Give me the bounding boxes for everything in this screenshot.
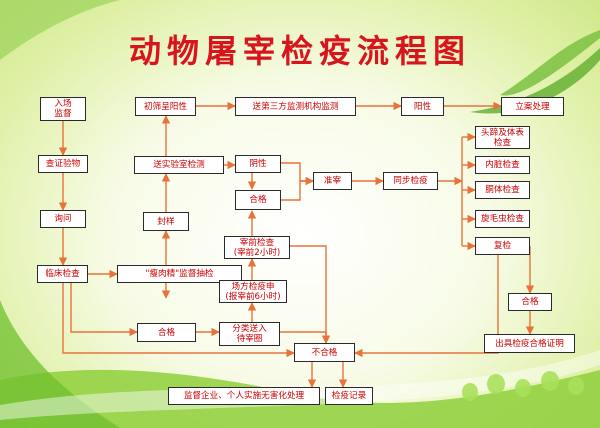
- arrow-clinical-to-unqualified: [62, 283, 295, 358]
- bottom-light-swoosh: [0, 350, 600, 420]
- droplet-4: [541, 371, 559, 391]
- node-inquiry: 询问: [40, 210, 86, 228]
- arrow-pre-to-unqualified: [290, 245, 331, 344]
- node-check-certificate: 查证验物: [38, 155, 88, 173]
- node-sort-to-pen: 分类送入 待宰圈: [219, 322, 280, 346]
- node-recheck: 复检: [475, 237, 530, 255]
- node-quarantine-declaration: 场方检疫申 (报宰前6小时): [219, 280, 287, 303]
- node-lab-test: 送实验室检测: [134, 156, 224, 174]
- node-clinical-exam: 临床检查: [37, 265, 88, 283]
- arrow-qualified1-to-slaughter: [281, 176, 314, 201]
- droplet-1: [462, 383, 478, 401]
- node-issue-certificate: 出具检疫合格证明: [484, 334, 575, 353]
- node-positive: 阳性: [401, 97, 444, 116]
- node-sync-quarantine: 同步检疫: [383, 172, 438, 190]
- node-slaughter-permit: 准宰: [313, 172, 352, 190]
- node-unqualified: 不合格: [294, 343, 355, 362]
- node-initial-screen-positive: 初筛呈阳性: [135, 97, 196, 116]
- node-negative: 阴性: [235, 155, 281, 173]
- node-third-party-monitor: 送第三方监测机构监测: [235, 97, 356, 116]
- node-quarantine-record: 检疫记录: [325, 387, 373, 405]
- top-left-swoosh: [0, 0, 120, 60]
- node-case-handling: 立案处理: [501, 97, 564, 116]
- bottom-left-swoosh: [0, 300, 120, 428]
- node-qualified-2: 合格: [137, 323, 196, 342]
- page-title: 动物屠宰检疫流程图: [128, 32, 471, 70]
- node-pre-slaughter-exam: 宰前检查 (宰前2小时): [224, 236, 290, 259]
- node-seal-sample: 封样: [143, 212, 189, 231]
- node-carcass: 胴体检查: [475, 181, 530, 199]
- node-qualified-3: 合格: [508, 293, 552, 311]
- node-lean-meat-sampling: "瘦肉精"监督抽检: [117, 265, 242, 283]
- droplet-5: [568, 377, 584, 395]
- node-entry: 入场 监督: [40, 97, 86, 121]
- arrow-recheck-to-unqualified: [354, 255, 499, 358]
- arrow-sort-to-unqualified: [280, 331, 331, 344]
- node-harmless-treatment: 监督企业、个人实施无害化处理: [168, 387, 320, 405]
- node-qualified-1: 合格: [235, 190, 281, 210]
- droplet-3: [515, 379, 531, 397]
- node-viscera: 内脏检查: [475, 156, 530, 174]
- arrow-negative-to-slaughter: [281, 162, 314, 186]
- droplet-2: [487, 374, 505, 394]
- node-trichinella: 旋毛虫检查: [475, 210, 530, 228]
- node-head-hoof: 头蹄及体表 检查: [475, 126, 530, 149]
- arrow-clinical-to-qualified2: [70, 283, 138, 337]
